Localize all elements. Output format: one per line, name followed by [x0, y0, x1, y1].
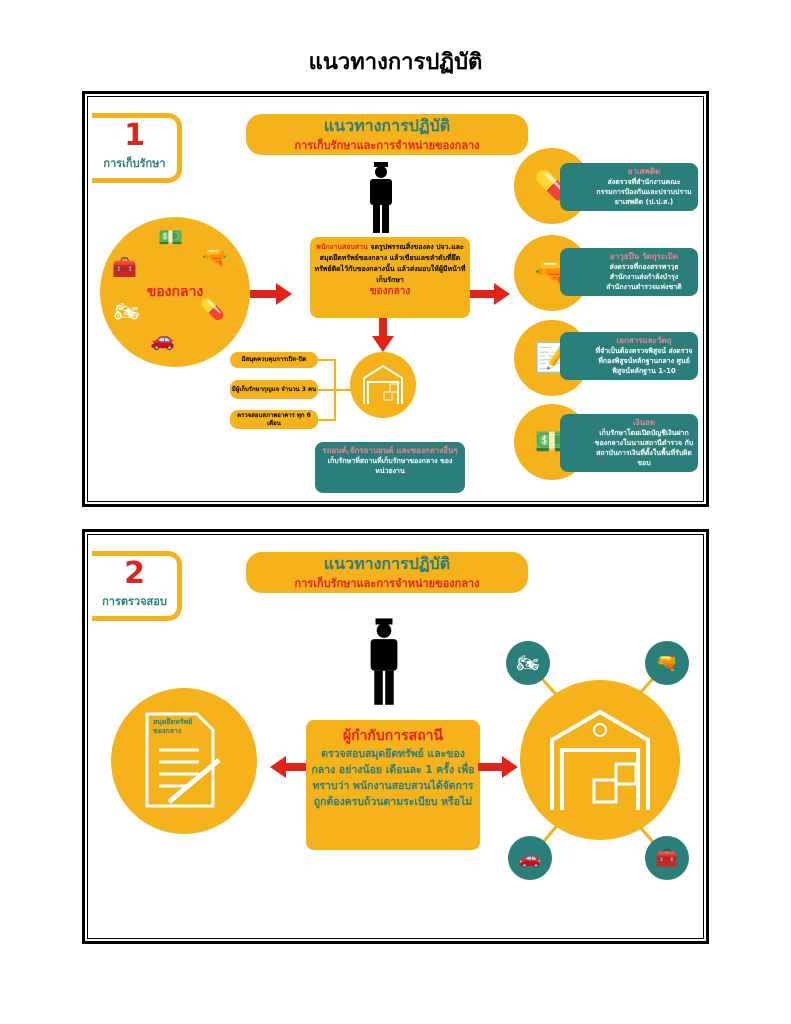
header-pill: แนวทางการปฏิบัติ การเก็บรักษาและการจำหน่…: [246, 114, 528, 155]
investigator-text: จดรูปพรรณสิ่งของลง ปจว.และสมุดยึดทรัพย์ข…: [314, 243, 466, 284]
treasure-chest-icon: 🧰: [645, 836, 689, 880]
category-documents: เอกสารและวัตถุที่จำเป็นต้องตรวจพิสูจน์ ส…: [560, 332, 698, 380]
storage-rule: มีผู้เก็บรักษากุญแจ จำนวน 3 คน: [230, 380, 318, 399]
storage-rule: ตรวจสอบสภาพอาคาร ทุก 6 เดือน: [230, 410, 318, 429]
storage-rule: มีสมุดควบคุมการเปิด-ปิด: [230, 352, 318, 368]
step-number: 2: [124, 556, 145, 591]
page-title: แนวทางการปฏิบัติ: [308, 50, 483, 75]
warehouse-circle: [520, 680, 680, 840]
treasure-chest-icon: 🧰: [112, 255, 137, 279]
category-heading: ยาเสพติด: [627, 167, 661, 176]
ledger-icon: [145, 712, 221, 808]
ledger-label: สมุดยึดทรัพย์ของกลาง: [153, 718, 193, 735]
category-text: ที่จำเป็นต้องตรวจพิสูจน์ ส่งตรวจที่กองพิ…: [595, 347, 693, 375]
header-title: แนวทางการปฏิบัติ: [323, 116, 451, 135]
superintendent-heading: ผู้กำกับการสถานี: [342, 728, 444, 744]
vehicle-text: เก็บรักษาที่สถานที่เก็บรักษาของกลาง ของห…: [327, 457, 453, 475]
category-heading: เอกสารและวัตถุ: [616, 336, 672, 345]
superintendent-text: ตรวจสอบสมุดยึดทรัพย์ และของกลาง อย่างน้อ…: [311, 748, 475, 808]
ledger-circle: สมุดยึดทรัพย์ของกลาง: [111, 688, 257, 834]
step-label: การตรวจสอบ: [102, 595, 167, 608]
car-icon: 🚗: [150, 327, 175, 351]
category-text: ส่งตรวจที่กองสรรพาวุธ สำนักงานส่งกำลังบำ…: [606, 263, 682, 291]
car-icon: 🚗: [508, 836, 552, 880]
step-badge: 1 การเก็บรักษา: [92, 113, 182, 183]
money-icon: 💵: [158, 225, 183, 249]
category-text: เก็บรักษาโดยเปิดบัญชีเงินฝากของกลางในนาม…: [594, 429, 694, 467]
motorcycle-icon: 🏍: [114, 299, 140, 323]
officer-icon: [370, 618, 398, 705]
warehouse-icon: [550, 709, 650, 810]
header-pill: แนวทางการปฏิบัติ การเก็บรักษาและการจำหน่…: [246, 552, 528, 593]
superintendent-box: ผู้กำกับการสถานี ตรวจสอบสมุดยึดทรัพย์ แล…: [306, 720, 480, 850]
arrow-down-icon: [372, 318, 394, 352]
category-cash: เงินสดเก็บรักษาโดยเปิดบัญชีเงินฝากของกลา…: [560, 414, 698, 472]
header-title: แนวทางการปฏิบัติ: [323, 554, 451, 573]
category-heading: อาวุธปืน วัตถุระเบิด: [609, 252, 679, 261]
officer-icon: [370, 162, 392, 233]
arrow-right-icon: [470, 283, 510, 305]
gun-icon: 🔫: [645, 641, 689, 685]
step-badge: 2 การตรวจสอบ: [92, 551, 182, 621]
connector-lines: [526, 662, 669, 859]
category-heading: เงินสด: [632, 418, 656, 427]
motorcycle-icon: 🏍: [506, 641, 550, 685]
evidence-circle: 💵 🔫 🧰 🏍 💊 🚗 ของกลาง: [100, 217, 250, 367]
step-label: การเก็บรักษา: [103, 157, 166, 170]
header-subtitle: การเก็บรักษาและการจำหน่ายของกลาง: [294, 139, 480, 152]
arrow-right-icon: [478, 756, 518, 778]
warehouse-icon: [363, 364, 403, 404]
vehicle-heading: รถยนต์,จักรยานยนต์ และของกลางอื่นๆ: [322, 446, 458, 455]
warehouse-circle: [350, 352, 416, 418]
pill-icon: 💊: [200, 297, 225, 321]
category-weapons: อาวุธปืน วัตถุระเบิดส่งตรวจที่กองสรรพาวุ…: [560, 248, 698, 296]
investigator-box: พนักงานสอบสวน จดรูปพรรณสิ่งของลง ปจว.และ…: [310, 237, 470, 318]
evidence-label: ของกลาง: [146, 284, 204, 300]
connector-lines: [318, 359, 352, 421]
weapons-circle: 🔫: [514, 235, 590, 311]
step-number: 1: [124, 118, 145, 153]
category-drugs: ยาเสพติดส่งตรวจที่สำนักงานคณะกรรมการป้อง…: [560, 163, 698, 211]
arrow-left-icon: [270, 756, 308, 778]
investigator-tail: ของกลาง: [369, 286, 411, 297]
vehicle-box: รถยนต์,จักรยานยนต์ และของกลางอื่นๆ เก็บร…: [315, 442, 465, 493]
header-subtitle: การเก็บรักษาและการจำหน่ายของกลาง: [294, 577, 480, 590]
gun-icon: 🔫: [202, 245, 227, 269]
category-text: ส่งตรวจที่สำนักงานคณะกรรมการป้องกันและปร…: [596, 178, 692, 206]
arrow-right-icon: [250, 283, 292, 305]
investigator-lead: พนักงานสอบสวน: [316, 243, 368, 251]
